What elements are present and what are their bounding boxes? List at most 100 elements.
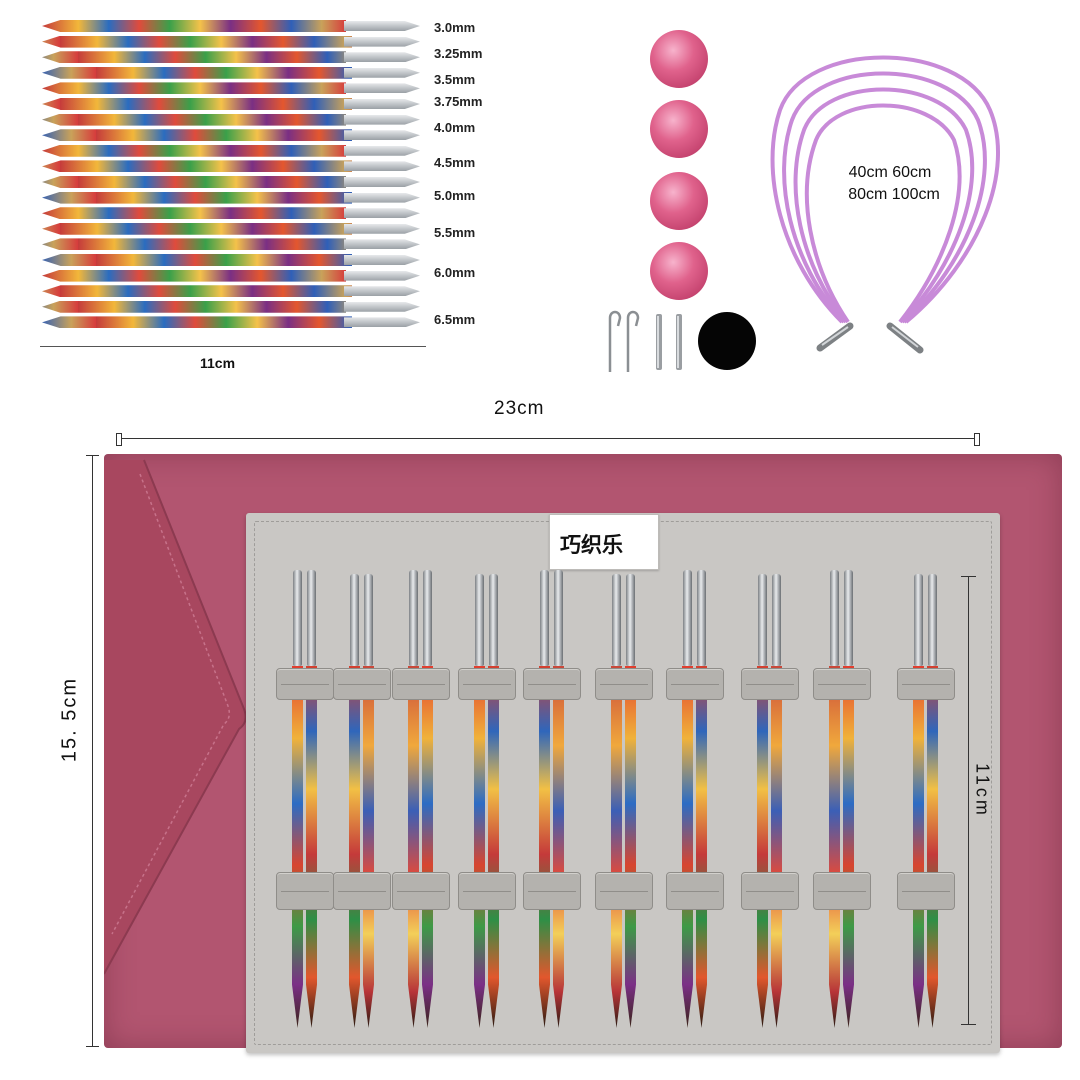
cable-lengths-line2: 80cm 100cm xyxy=(848,186,940,203)
needle-size-label: 3.25mm xyxy=(434,46,483,61)
lower-strap xyxy=(595,872,653,910)
lower-strap xyxy=(392,872,450,910)
inner-length-top-end xyxy=(961,576,976,577)
needle-tip xyxy=(42,205,420,221)
needle-wood-shaft xyxy=(927,666,938,1028)
needle-wood-shaft xyxy=(306,666,317,1028)
needle-tip xyxy=(42,127,420,143)
needle-metal-tip xyxy=(772,574,781,666)
needle-metal-tip xyxy=(914,574,923,666)
needle-tip xyxy=(42,34,420,50)
cables-group: 40cm 60cm 80cm 100cm xyxy=(750,10,1050,380)
cable-key-icon xyxy=(608,310,640,372)
needle-metal-tip xyxy=(364,574,373,666)
stopper-ball-icon xyxy=(650,30,708,88)
needle-wood-shaft xyxy=(771,666,782,1028)
needle-wood-shaft xyxy=(625,666,636,1028)
upper-strap xyxy=(813,668,871,700)
needle-metal-tip xyxy=(540,570,549,666)
upper-strap xyxy=(666,668,724,700)
needle-tip xyxy=(42,158,420,174)
gripper-disc-icon xyxy=(698,312,756,370)
upper-strap xyxy=(392,668,450,700)
needle-wood-shaft xyxy=(539,666,550,1028)
lower-strap xyxy=(333,872,391,910)
needle-wood-shaft xyxy=(363,666,374,1028)
inner-length-line xyxy=(968,576,969,1024)
needle-wood-shaft xyxy=(757,666,768,1028)
needle-tip xyxy=(42,314,420,330)
needle-wood-shaft xyxy=(553,666,564,1028)
needle-tip xyxy=(42,252,420,268)
needle-metal-tip xyxy=(612,574,621,666)
needle-tip xyxy=(42,49,420,65)
needle-size-label: 3.5mm xyxy=(434,72,476,87)
stopper-ball-icon xyxy=(650,100,708,158)
end-cap-icon xyxy=(656,314,682,370)
stopper-ball-icon xyxy=(650,172,708,230)
needle-tip xyxy=(42,65,420,81)
needle-wood-shaft xyxy=(696,666,707,1028)
cable-lengths-line1: 40cm 60cm xyxy=(848,164,932,181)
needle-wood-shaft xyxy=(474,666,485,1028)
case-width-line xyxy=(118,438,978,439)
lower-strap xyxy=(741,872,799,910)
needle-length-line xyxy=(40,346,426,347)
needle-metal-tip xyxy=(307,570,316,666)
case-flap xyxy=(104,459,247,975)
needle-size-label: 5.0mm xyxy=(434,188,476,203)
upper-strap xyxy=(458,668,516,700)
brand-tag: 巧织乐 xyxy=(549,514,659,570)
needle-tip xyxy=(42,190,420,206)
needle-metal-tip xyxy=(626,574,635,666)
case-width-right-end xyxy=(974,433,980,446)
needle-size-label: 6.0mm xyxy=(434,265,476,280)
needle-tip xyxy=(42,221,420,237)
needle-size-label: 3.75mm xyxy=(434,94,483,109)
needle-tip xyxy=(42,143,420,159)
needle-wood-shaft xyxy=(349,666,360,1028)
upper-strap xyxy=(741,668,799,700)
inner-length-label: 11cm xyxy=(972,763,993,818)
needle-tip xyxy=(42,236,420,252)
needle-metal-tip xyxy=(489,574,498,666)
inner-length-bottom-end xyxy=(961,1024,976,1025)
needle-wood-shaft xyxy=(611,666,622,1028)
needle-wood-shaft xyxy=(682,666,693,1028)
needle-wood-shaft xyxy=(843,666,854,1028)
needle-wood-shaft xyxy=(488,666,499,1028)
lower-strap xyxy=(666,872,724,910)
case-height-label: 15. 5cm xyxy=(58,676,81,763)
needle-tip xyxy=(42,96,420,112)
needle-metal-tip xyxy=(830,570,839,666)
needle-size-label: 4.5mm xyxy=(434,155,476,170)
needle-size-label: 3.0mm xyxy=(434,20,476,35)
needle-tip xyxy=(42,299,420,315)
needle-size-label: 5.5mm xyxy=(434,225,476,240)
needle-metal-tip xyxy=(350,574,359,666)
upper-strap xyxy=(897,668,955,700)
upper-strap xyxy=(523,668,581,700)
needle-wood-shaft xyxy=(408,666,419,1028)
needle-metal-tip xyxy=(423,570,432,666)
needle-metal-tip xyxy=(758,574,767,666)
needle-metal-tip xyxy=(475,574,484,666)
needle-size-label: 6.5mm xyxy=(434,312,476,327)
case-height-line xyxy=(92,456,93,1046)
accessories-group xyxy=(590,20,770,380)
needle-metal-tip xyxy=(683,570,692,666)
needle-tip xyxy=(42,80,420,96)
upper-strap xyxy=(276,668,334,700)
lower-strap xyxy=(523,872,581,910)
needle-wood-shaft xyxy=(913,666,924,1028)
case-width-label: 23cm xyxy=(494,398,545,419)
needle-metal-tip xyxy=(293,570,302,666)
lower-strap xyxy=(813,872,871,910)
needle-tip xyxy=(42,112,420,128)
needle-metal-tip xyxy=(697,570,706,666)
needle-wood-shaft xyxy=(292,666,303,1028)
upper-strap xyxy=(333,668,391,700)
upper-strap xyxy=(595,668,653,700)
lower-strap xyxy=(458,872,516,910)
